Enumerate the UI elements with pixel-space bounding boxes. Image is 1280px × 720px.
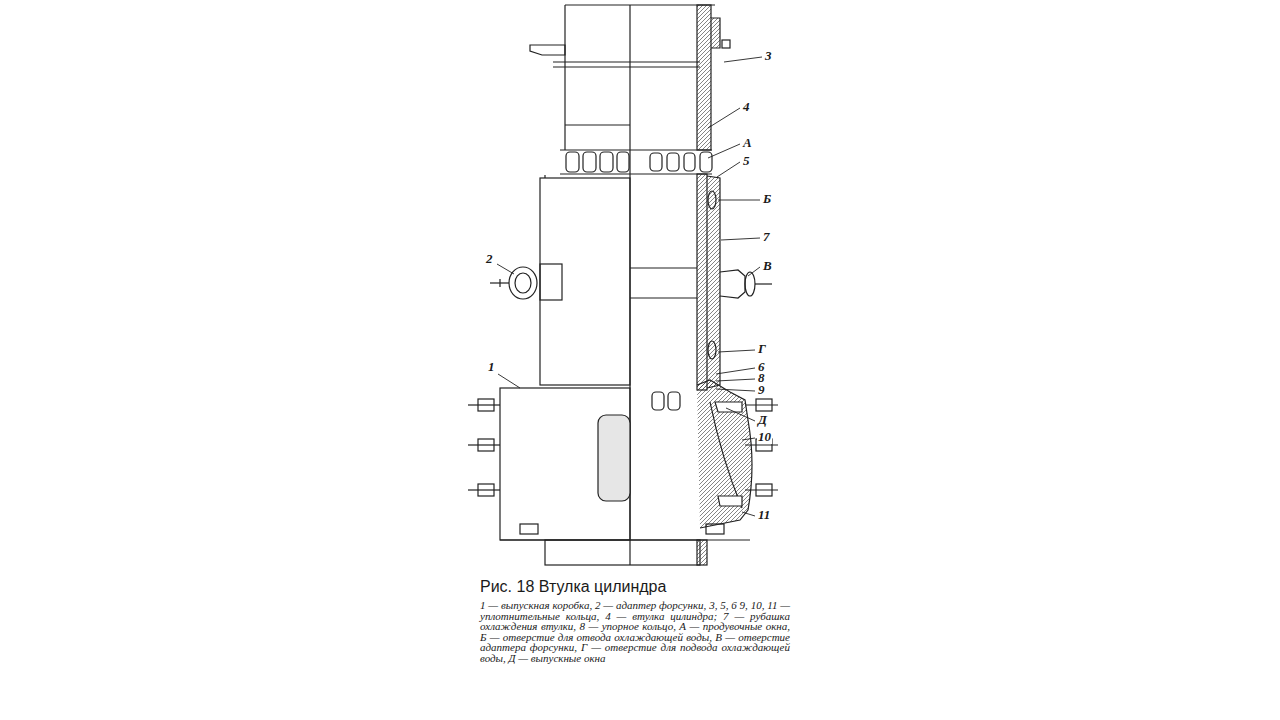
callout-number: 9 bbox=[757, 383, 766, 397]
callout-number: 7 bbox=[762, 230, 771, 244]
callout-number: 1 bbox=[487, 360, 496, 374]
legend-note: 1 — выпускная коробка, 2 — адаптер форсу… bbox=[480, 600, 790, 663]
figure-caption: Рис. 18 Втулка цилиндра bbox=[480, 578, 666, 596]
callout-number: А bbox=[742, 136, 753, 150]
callout-number: В bbox=[762, 259, 773, 273]
callout-number: Б bbox=[762, 192, 772, 206]
callout-number: 5 bbox=[742, 154, 751, 168]
callout-number: Г bbox=[757, 342, 767, 356]
callout-number: Д bbox=[757, 413, 768, 427]
callout-number: 3 bbox=[764, 49, 773, 63]
callout-number: 2 bbox=[485, 252, 494, 266]
callout-number: 10 bbox=[757, 430, 772, 444]
callout-number: 4 bbox=[742, 100, 751, 114]
callout-number: 11 bbox=[757, 508, 771, 522]
